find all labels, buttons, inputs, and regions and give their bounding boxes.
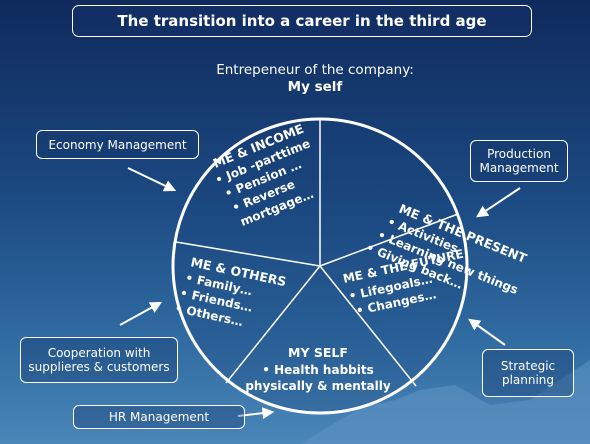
page-title: The transition into a career in the thir… (117, 12, 487, 30)
segment-myself-item: • Health habbits (262, 363, 374, 377)
economy-management-box: Economy Management (36, 130, 199, 159)
strategic-planning-box: Strategic planning (482, 349, 574, 397)
divider-line-right (319, 213, 459, 267)
segment-myself-item: physically & mentally (245, 379, 391, 393)
strategic-planning-label-line-2: planning (501, 373, 555, 387)
subtitle-line-1: Entrepeneur of the company: (216, 62, 414, 78)
hr-management-box: HR Management (73, 405, 245, 429)
segment-myself-heading: MY SELF (288, 345, 348, 360)
hr-management-label: HR Management (108, 410, 210, 424)
subtitle-line-2: My self (287, 79, 343, 95)
arrow-economy (127, 167, 177, 192)
production-management-box: Production Management (470, 140, 568, 182)
divider-line-left (175, 241, 321, 267)
cooperation-label-line-1: Cooperation with (47, 346, 151, 360)
arrow-hr (237, 407, 275, 420)
subtitle: Entrepeneur of the company: My self (170, 62, 460, 96)
production-management-label-line-2: Management (479, 161, 559, 175)
title-box: The transition into a career in the thir… (72, 5, 532, 37)
segment-myself: MY SELF • Health habbits physically & me… (245, 345, 391, 393)
arrow-production (476, 187, 521, 218)
divider-line-bottom-right (319, 265, 417, 387)
arrow-strategic (468, 318, 506, 346)
mountain-silhouette (300, 360, 590, 444)
economy-management-label: Economy Management (48, 137, 187, 152)
divider-line-bottom-left (225, 265, 321, 384)
strategic-planning-label-line-1: Strategic (500, 359, 556, 373)
cooperation-box: Cooperation with supplieres & customers (20, 337, 178, 383)
production-management-label-line-1: Production (487, 147, 551, 161)
arrow-cooperation (119, 301, 163, 326)
cooperation-label-line-2: supplieres & customers (28, 360, 170, 374)
